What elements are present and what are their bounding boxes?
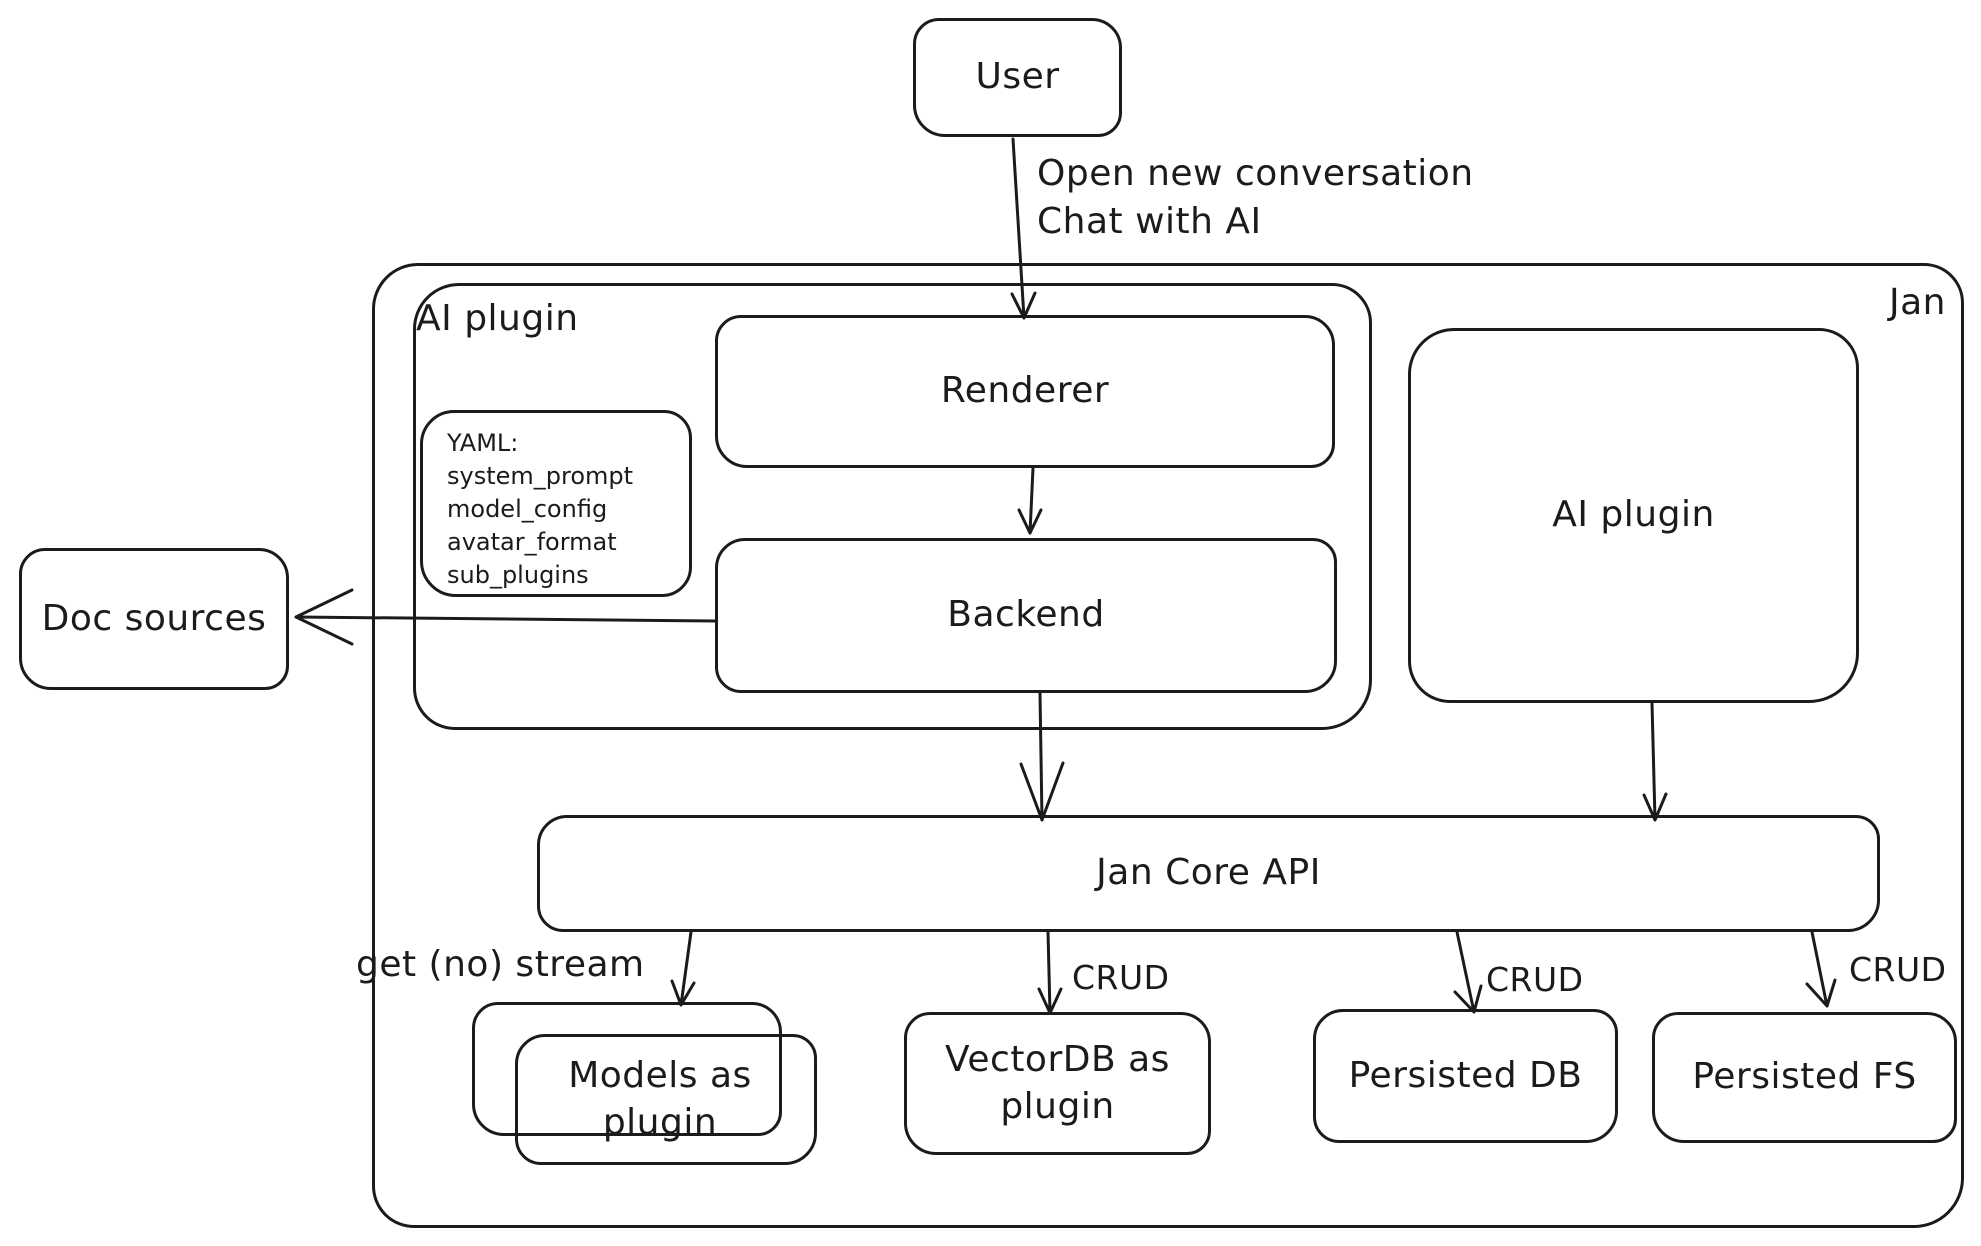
yaml-line: YAML:: [447, 429, 519, 457]
persisted-db-label: Persisted DB: [1348, 1054, 1583, 1096]
renderer-node: Renderer: [715, 315, 1335, 468]
jan-core-api-node: Jan Core API: [537, 815, 1880, 932]
jan-container: [372, 263, 1964, 1228]
ai-plugin-label: AI plugin: [1552, 494, 1715, 536]
models-as-plugin-label-box: Models as plugin: [550, 1040, 770, 1160]
edge-label-user-flow: Open new conversation Chat with AI: [1037, 150, 1474, 246]
doc-sources-label: Doc sources: [41, 597, 267, 639]
edge-label-open-conversation: Open new conversation: [1037, 153, 1474, 194]
models-as-plugin-back-box: [472, 1002, 782, 1136]
user-node: User: [913, 18, 1122, 137]
models-as-plugin-label: Models as plugin: [568, 1055, 752, 1143]
renderer-label: Renderer: [940, 370, 1110, 412]
ai-plugin-group-label: AI plugin: [416, 298, 579, 339]
ai-plugin-group: [413, 283, 1372, 730]
edge-label-crud-persisted-fs: CRUD: [1849, 950, 1947, 989]
jan-label: Jan: [1889, 282, 1946, 323]
yaml-line: model_config: [447, 495, 608, 523]
backend-label: Backend: [947, 594, 1105, 636]
persisted-db-node: Persisted DB: [1313, 1009, 1618, 1143]
models-as-plugin-front-box: [515, 1034, 817, 1165]
edge-label-chat-with-ai: Chat with AI: [1037, 201, 1262, 242]
edge-label-crud-vectordb: CRUD: [1072, 958, 1170, 997]
edge-label-crud-persisted-db: CRUD: [1486, 960, 1584, 999]
yaml-line: sub_plugins: [447, 561, 589, 589]
yaml-note: YAML: system_prompt model_config avatar_…: [420, 410, 692, 597]
yaml-line: system_prompt: [447, 462, 634, 490]
vectordb-node: VectorDB as plugin: [904, 1012, 1211, 1155]
yaml-line: avatar_format: [447, 528, 617, 556]
backend-node: Backend: [715, 538, 1337, 693]
ai-plugin-node: AI plugin: [1408, 328, 1859, 703]
user-label: User: [975, 56, 1060, 98]
vectordb-label: VectorDB as plugin: [945, 1038, 1170, 1127]
jan-core-api-label: Jan Core API: [1096, 852, 1321, 894]
doc-sources-node: Doc sources: [19, 548, 289, 690]
edge-label-get-no-stream: get (no) stream: [356, 944, 645, 985]
persisted-fs-node: Persisted FS: [1652, 1012, 1957, 1143]
persisted-fs-label: Persisted FS: [1692, 1056, 1917, 1098]
